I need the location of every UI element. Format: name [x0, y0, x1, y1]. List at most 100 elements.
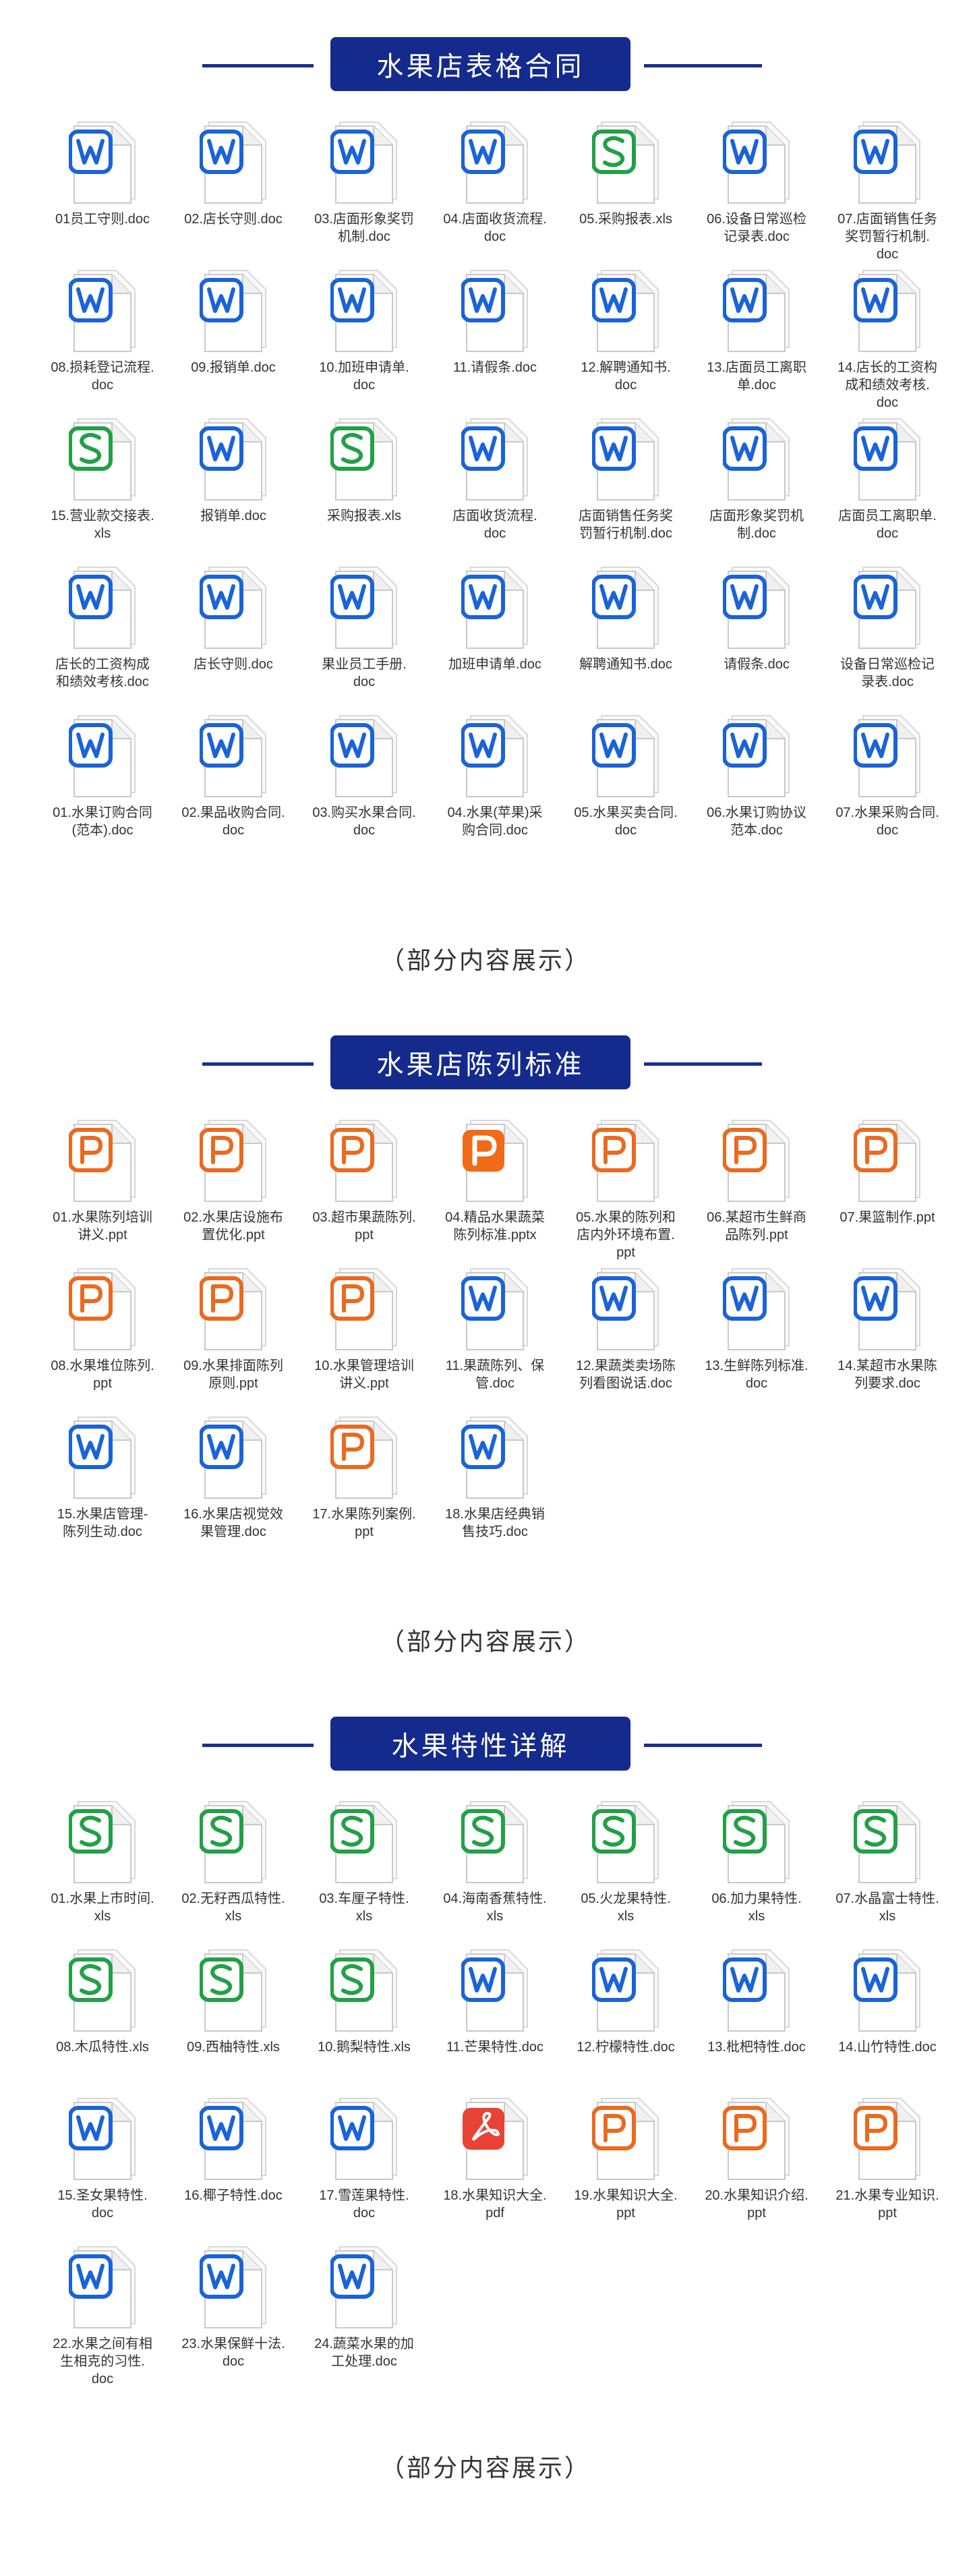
file-item[interactable]: 14.店长的工资构 成和绩效考核. doc — [822, 260, 953, 410]
file-item[interactable]: 03.购买水果合同. doc — [299, 705, 430, 853]
file-item[interactable]: 17.水果陈列案例. ppt — [299, 1406, 430, 1555]
file-item[interactable]: 06.某超市生鲜商 品陈列.ppt — [691, 1110, 822, 1258]
file-item[interactable]: 07.果篮制作.ppt — [822, 1110, 953, 1258]
file-item[interactable]: 12.果蔬类卖场陈 列看图说话.doc — [560, 1258, 691, 1406]
file-item[interactable]: 01.水果上市时间. xls — [37, 1791, 168, 1939]
file-item[interactable]: 22.水果之间有相 生相克的习性. doc — [37, 2236, 168, 2386]
file-item[interactable]: 采购报表.xls — [299, 408, 430, 556]
file-item[interactable]: 09.西柚特性.xls — [168, 1939, 299, 2088]
file-item[interactable]: 13.生鲜陈列标准. doc — [691, 1258, 822, 1406]
file-item[interactable]: 09.水果排面陈列 原则.ppt — [168, 1258, 299, 1406]
file-item[interactable]: 03.店面形象奖罚 机制.doc — [299, 111, 430, 260]
file-item[interactable]: 15.圣女果特性. doc — [37, 2088, 168, 2236]
word-file-icon — [68, 118, 139, 204]
file-item[interactable]: 01.水果陈列培训 讲义.ppt — [37, 1110, 168, 1258]
file-name: 24.蔬菜水果的加 工处理.doc — [314, 2337, 414, 2369]
word-file-icon — [461, 1265, 531, 1351]
file-item[interactable]: 02.水果店设施布 置优化.ppt — [168, 1110, 299, 1258]
file-item[interactable]: 19.水果知识大全. ppt — [560, 2088, 691, 2236]
file-item[interactable]: 加班申请单.doc — [430, 556, 560, 705]
file-item[interactable]: 02.果品收购合同. doc — [168, 705, 299, 853]
file-item[interactable]: 14.山竹特性.doc — [822, 1939, 953, 2088]
file-item[interactable]: 10.鹅梨特性.xls — [299, 1939, 430, 2088]
file-item[interactable]: 15.水果店管理- 陈列生动.doc — [37, 1406, 168, 1555]
file-item[interactable]: 04.水果(苹果)采 购合同.doc — [430, 705, 560, 853]
file-name: 03.超市果蔬陈列. ppt — [312, 1210, 416, 1242]
file-item[interactable]: 15.营业款交接表. xls — [37, 408, 168, 556]
file-item[interactable]: 07.水晶富士特性. xls — [822, 1791, 953, 1939]
file-item[interactable]: 11.果蔬陈列、保 管.doc — [430, 1258, 560, 1406]
file-item[interactable]: 14.某超市水果陈 列要求.doc — [822, 1258, 953, 1406]
excel-file-icon — [199, 1798, 270, 1884]
file-item[interactable]: 13.枇杷特性.doc — [691, 1939, 822, 2088]
file-item[interactable]: 08.损耗登记流程. doc — [37, 260, 168, 408]
word-file-icon — [591, 266, 662, 353]
file-item[interactable]: 05.采购报表.xls — [560, 111, 691, 260]
file-item[interactable]: 21.水果专业知识. ppt — [822, 2088, 953, 2236]
file-item[interactable]: 17.雪莲果特性. doc — [299, 2088, 430, 2236]
file-item[interactable]: 店面收货流程. doc — [430, 408, 560, 556]
file-name: 15.圣女果特性. doc — [57, 2188, 148, 2221]
file-item[interactable]: 05.火龙果特性. xls — [560, 1791, 691, 1939]
file-item[interactable]: 05.水果买卖合同. doc — [560, 705, 691, 853]
file-item[interactable]: 20.水果知识介绍. ppt — [691, 2088, 822, 2236]
word-file-icon — [199, 415, 270, 501]
file-item[interactable]: 04.店面收货流程. doc — [430, 111, 560, 260]
word-file-icon — [461, 712, 531, 798]
file-item[interactable]: 04.精品水果蔬菜 陈列标准.pptx — [430, 1110, 560, 1258]
file-item[interactable]: 13.店面员工离职 单.doc — [691, 260, 822, 408]
file-item[interactable]: 18.水果店经典销 售技巧.doc — [430, 1406, 560, 1555]
file-name: 11.芒果特性.doc — [446, 2040, 544, 2055]
file-item[interactable]: 10.水果管理培训 讲义.ppt — [299, 1258, 430, 1406]
file-item[interactable]: 18.水果知识大全. pdf — [430, 2088, 560, 2236]
file-item[interactable]: 店长守则.doc — [168, 556, 299, 705]
file-item[interactable]: 06.水果订购协议 范本.doc — [691, 705, 822, 853]
file-item[interactable]: 果业员工手册. doc — [299, 556, 430, 705]
file-item[interactable]: 解聘通知书.doc — [560, 556, 691, 705]
file-name: 05.水果的陈列和 店内外环境布置. ppt — [576, 1210, 676, 1260]
section-title: 水果店陈列标准 — [330, 1035, 630, 1089]
file-item[interactable]: 03.车厘子特性. xls — [299, 1791, 430, 1939]
file-item[interactable]: 02.店长守则.doc — [168, 111, 299, 260]
file-item[interactable]: 07.水果采购合同. doc — [822, 705, 953, 853]
file-name: 01.水果陈列培训 讲义.ppt — [53, 1210, 152, 1242]
file-item[interactable]: 01.水果订购合同 (范本).doc — [37, 705, 168, 853]
file-item[interactable]: 11.芒果特性.doc — [430, 1939, 560, 2088]
file-item[interactable]: 10.加班申请单. doc — [299, 260, 430, 408]
file-item[interactable]: 16.水果店视觉效 果管理.doc — [168, 1406, 299, 1555]
file-item[interactable]: 12.柠檬特性.doc — [560, 1939, 691, 2088]
file-item[interactable]: 店面员工离职单. doc — [822, 408, 953, 556]
file-item[interactable]: 01员工守则.doc — [37, 111, 168, 260]
file-item[interactable]: 03.超市果蔬陈列. ppt — [299, 1110, 430, 1258]
word-file-icon — [461, 1413, 531, 1499]
file-item[interactable]: 11.请假条.doc — [430, 260, 560, 408]
word-file-icon — [330, 712, 401, 798]
file-item[interactable]: 08.木瓜特性.xls — [37, 1939, 168, 2088]
file-item[interactable]: 12.解聘通知书. doc — [560, 260, 691, 408]
file-item[interactable]: 04.海南香蕉特性. xls — [430, 1791, 560, 1939]
file-item[interactable]: 09.报销单.doc — [168, 260, 299, 408]
excel-file-icon — [591, 1798, 662, 1884]
file-item[interactable]: 02.无籽西瓜特性. xls — [168, 1791, 299, 1939]
powerpoint-file-icon — [591, 2094, 662, 2181]
file-item[interactable]: 店面销售任务奖 罚暂行机制.doc — [560, 408, 691, 556]
file-item[interactable]: 06.设备日常巡检 记录表.doc — [691, 111, 822, 260]
file-item[interactable]: 请假条.doc — [691, 556, 822, 705]
file-item[interactable]: 店长的工资构成 和绩效考核.doc — [37, 556, 168, 705]
file-item[interactable]: 05.水果的陈列和 店内外环境布置. ppt — [560, 1110, 691, 1260]
file-item[interactable]: 06.加力果特性. xls — [691, 1791, 822, 1939]
header-rule-left — [202, 1062, 314, 1066]
word-file-icon — [199, 2094, 270, 2181]
file-item[interactable]: 24.蔬菜水果的加 工处理.doc — [299, 2236, 430, 2384]
powerpoint-file-icon — [330, 1413, 401, 1499]
powerpoint-file-icon — [853, 2094, 924, 2181]
file-item[interactable]: 08.水果堆位陈列. ppt — [37, 1258, 168, 1406]
word-file-icon — [461, 118, 531, 204]
file-item[interactable]: 设备日常巡检记 录表.doc — [822, 556, 953, 705]
file-item[interactable]: 23.水果保鲜十法. doc — [168, 2236, 299, 2384]
file-item[interactable]: 报销单.doc — [168, 408, 299, 556]
file-item[interactable]: 07.店面销售任务 奖罚暂行机制. doc — [822, 111, 953, 262]
word-file-icon — [199, 712, 270, 798]
file-item[interactable]: 16.椰子特性.doc — [168, 2088, 299, 2236]
file-item[interactable]: 店面形象奖罚机 制.doc — [691, 408, 822, 556]
